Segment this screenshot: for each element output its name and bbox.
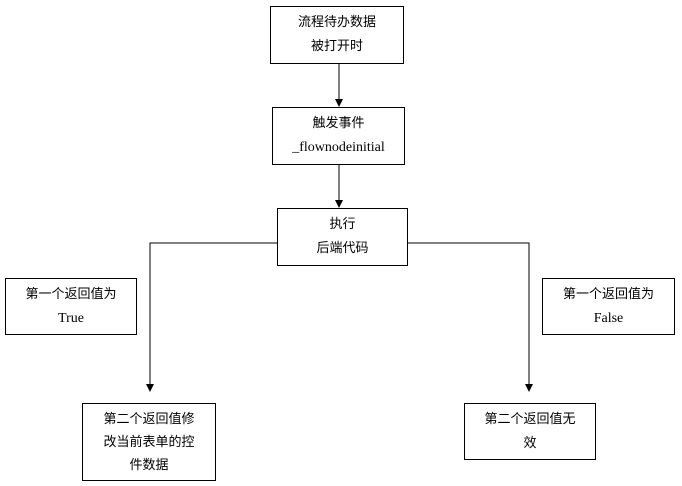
node-second-return-modifies-form-line3: 件数据	[129, 457, 169, 473]
node-second-return-modifies-form-line2: 改当前表单的控	[103, 434, 195, 450]
node-second-return-modifies-form: 第二个返回值修 改当前表单的控 件数据	[82, 403, 216, 481]
node-second-return-modifies-form-line1: 第二个返回值修	[103, 411, 195, 427]
node-trigger-event: 触发事件 _flownodeinitial	[272, 107, 405, 165]
label-first-return-true-line2: True	[58, 310, 84, 326]
node-trigger-event-line2: _flownodeinitial	[292, 140, 385, 155]
label-first-return-false-line2: False	[593, 310, 624, 326]
node-execute-backend-code-line1: 执行	[329, 217, 356, 232]
node-second-return-invalid: 第二个返回值无 效	[464, 403, 596, 460]
label-first-return-false: 第一个返回值为 False	[542, 278, 675, 335]
label-first-return-true-line1: 第一个返回值为	[25, 286, 117, 302]
node-second-return-invalid-line1: 第二个返回值无	[484, 411, 576, 427]
arrow-exec-to-invalid	[408, 242, 533, 392]
label-first-return-false-line1: 第一个返回值为	[562, 286, 654, 302]
arrow-exec-to-modify	[146, 242, 277, 392]
node-pending-data-opened-line1: 流程待办数据	[297, 15, 376, 30]
node-trigger-event-line1: 触发事件	[312, 116, 365, 131]
node-execute-backend-code: 执行 后端代码	[277, 208, 408, 266]
node-second-return-invalid-line2: 效	[523, 435, 537, 451]
node-execute-backend-code-line2: 后端代码	[316, 241, 369, 256]
label-first-return-true: 第一个返回值为 True	[5, 278, 137, 335]
node-pending-data-opened: 流程待办数据 被打开时	[270, 6, 404, 64]
node-pending-data-opened-line2: 被打开时	[310, 39, 363, 54]
